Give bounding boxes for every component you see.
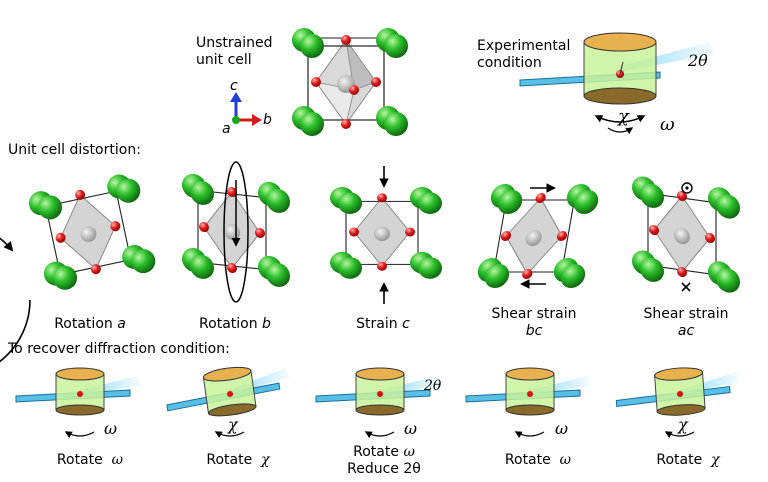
chi-label: χ bbox=[618, 106, 629, 127]
recover-setup-5 bbox=[615, 367, 742, 416]
distortion-label-3: Strain c bbox=[356, 316, 410, 332]
recover-setup-2 bbox=[166, 366, 291, 417]
rotation-b-arrow bbox=[223, 161, 249, 303]
recover-label-2: Rotate χ bbox=[206, 452, 270, 468]
unstrained-unit-cell bbox=[292, 28, 408, 136]
unstrained-label: Unstrained unit cell bbox=[196, 35, 273, 68]
recover-arrow-4 bbox=[514, 431, 545, 438]
distortion-title: Unit cell distortion: bbox=[8, 142, 141, 158]
cell-shear-bc bbox=[477, 184, 599, 288]
recover-label-4: Rotate ω bbox=[504, 452, 572, 468]
cell-rotation-a bbox=[28, 174, 156, 290]
distortion-label-1: Rotation a bbox=[54, 316, 126, 332]
experimental-label: Experimental condition bbox=[477, 38, 571, 71]
recover-arrow-2 bbox=[214, 431, 245, 438]
experimental-setup bbox=[519, 32, 715, 135]
recover-arrow-5 bbox=[664, 431, 695, 438]
axis-triad bbox=[230, 92, 262, 126]
cell-shear-ac bbox=[632, 176, 740, 293]
recover-setup-4 bbox=[465, 367, 592, 416]
recover-setup-3 bbox=[315, 367, 442, 416]
recover-label-5: Rotate χ bbox=[656, 452, 720, 468]
shear-ac-out-of-plane-icon bbox=[681, 182, 693, 194]
cell-strain-c bbox=[330, 187, 442, 279]
omega-label: ω bbox=[660, 114, 675, 135]
recover-arrow-1 bbox=[64, 431, 95, 438]
recover-arrow-3 bbox=[364, 431, 395, 438]
bottom-two-theta: 2θ bbox=[424, 378, 442, 394]
recover-title: To recover diffraction condition: bbox=[8, 341, 230, 357]
bottom-symbol-5: χ bbox=[678, 415, 688, 434]
distortion-label-2: Rotation b bbox=[199, 316, 271, 332]
rotation-a-arrow bbox=[0, 237, 31, 363]
bottom-symbol-1: ω bbox=[104, 419, 118, 438]
axis-a-label: a bbox=[222, 121, 231, 137]
recover-setup-1 bbox=[15, 367, 142, 416]
recover-label-1: Rotate ω bbox=[56, 452, 124, 468]
shear-ac-into-plane-icon bbox=[681, 282, 691, 292]
two-theta-label: 2θ bbox=[688, 51, 708, 70]
axis-b-label: b bbox=[263, 112, 272, 128]
axis-c-label: c bbox=[230, 78, 238, 94]
bottom-symbol-4: ω bbox=[555, 419, 569, 438]
bottom-symbol-3: ω bbox=[404, 419, 418, 438]
bottom-symbol-2: χ bbox=[228, 415, 238, 434]
